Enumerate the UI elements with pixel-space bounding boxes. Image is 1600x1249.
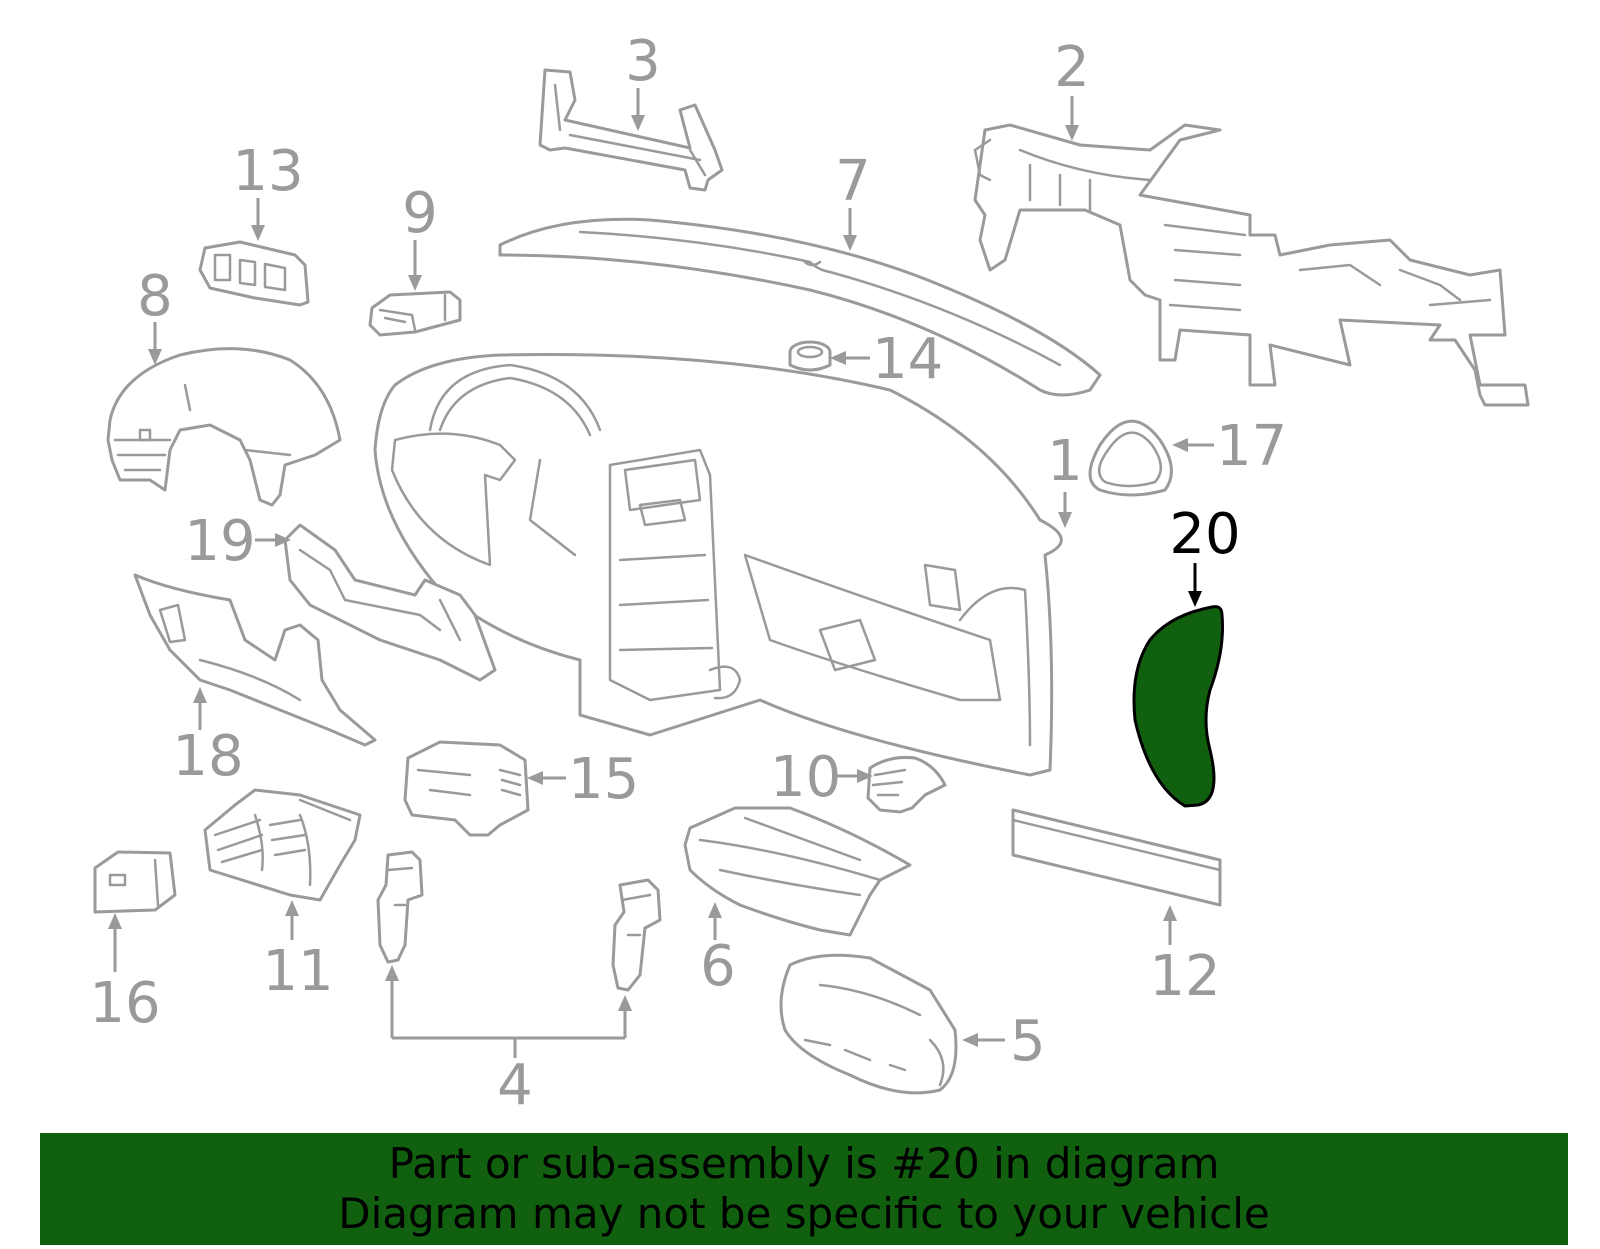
callout-label-15: 15 <box>568 747 639 812</box>
callout-label-8: 8 <box>137 264 173 329</box>
callout-6: 6 <box>700 902 736 999</box>
callout-label-3: 3 <box>625 29 661 94</box>
part-9-clip <box>368 290 462 337</box>
callout-label-14: 14 <box>872 327 943 392</box>
callout-15: 15 <box>527 747 639 812</box>
callout-18: 18 <box>172 687 244 789</box>
callout-label-4: 4 <box>497 1053 533 1118</box>
part-1-instrument-panel <box>373 352 1063 777</box>
part-19-trim-panel <box>283 523 497 682</box>
banner-line-2: Diagram may not be specific to your vehi… <box>338 1189 1270 1238</box>
part-18-knee-bolster <box>133 573 377 747</box>
part-13-switch-panel <box>198 240 310 307</box>
part-4-latches <box>376 850 662 992</box>
callout-11: 11 <box>262 900 334 1004</box>
callout-16: 16 <box>89 913 161 1036</box>
part-6-glove-box <box>683 806 912 937</box>
part-17-speaker-grille <box>1088 419 1173 497</box>
part-5-airbag-module <box>779 953 958 1095</box>
part-11-center-vents <box>203 788 362 902</box>
callout-9: 9 <box>402 181 438 291</box>
part-8-cluster-bezel <box>106 347 342 507</box>
callout-label-6: 6 <box>700 934 736 999</box>
callout-13: 13 <box>232 139 304 241</box>
callout-5: 5 <box>962 1009 1046 1074</box>
callout-17: 17 <box>1172 414 1287 479</box>
info-banner: Part or sub-assembly is #20 in diagram D… <box>40 1133 1568 1245</box>
callout-label-10: 10 <box>770 745 841 810</box>
callout-2: 2 <box>1054 35 1090 141</box>
callout-label-17: 17 <box>1216 414 1287 479</box>
part-14-plug <box>788 340 832 372</box>
part-2-crosscar-beam <box>973 123 1530 407</box>
callout-8: 8 <box>137 264 173 365</box>
callout-3: 3 <box>625 29 661 131</box>
callout-label-7: 7 <box>835 149 871 214</box>
callout-19: 19 <box>184 509 291 574</box>
callout-label-18: 18 <box>172 724 243 789</box>
callout-1: 1 <box>1047 429 1083 528</box>
part-15-vent <box>403 740 530 837</box>
callout-12: 12 <box>1149 905 1221 1009</box>
callout-label-9: 9 <box>402 181 438 246</box>
callout-label-19: 19 <box>184 509 255 574</box>
part-7-defroster-panel <box>498 217 1102 397</box>
part-16-switch <box>93 850 177 914</box>
callout-10: 10 <box>770 745 873 810</box>
callout-14: 14 <box>830 327 943 392</box>
part-12-trim-strip <box>1011 808 1222 907</box>
callout-label-5: 5 <box>1010 1009 1046 1074</box>
part-3-bracket <box>538 68 724 192</box>
banner-line-1: Part or sub-assembly is #20 in diagram <box>388 1139 1220 1188</box>
callout-7: 7 <box>835 149 871 251</box>
part-20-highlighted-trim <box>1132 605 1224 808</box>
callout-20: 20 <box>1169 502 1241 607</box>
callout-label-20: 20 <box>1169 502 1240 567</box>
callout-label-12: 12 <box>1149 944 1220 1009</box>
callout-label-16: 16 <box>89 971 160 1036</box>
callout-label-2: 2 <box>1054 35 1090 100</box>
callout-label-13: 13 <box>232 139 303 204</box>
callout-label-1: 1 <box>1047 429 1083 494</box>
callout-label-11: 11 <box>262 939 333 1004</box>
callout-4: 4 <box>385 965 632 1118</box>
part-10-side-vent <box>866 756 947 814</box>
